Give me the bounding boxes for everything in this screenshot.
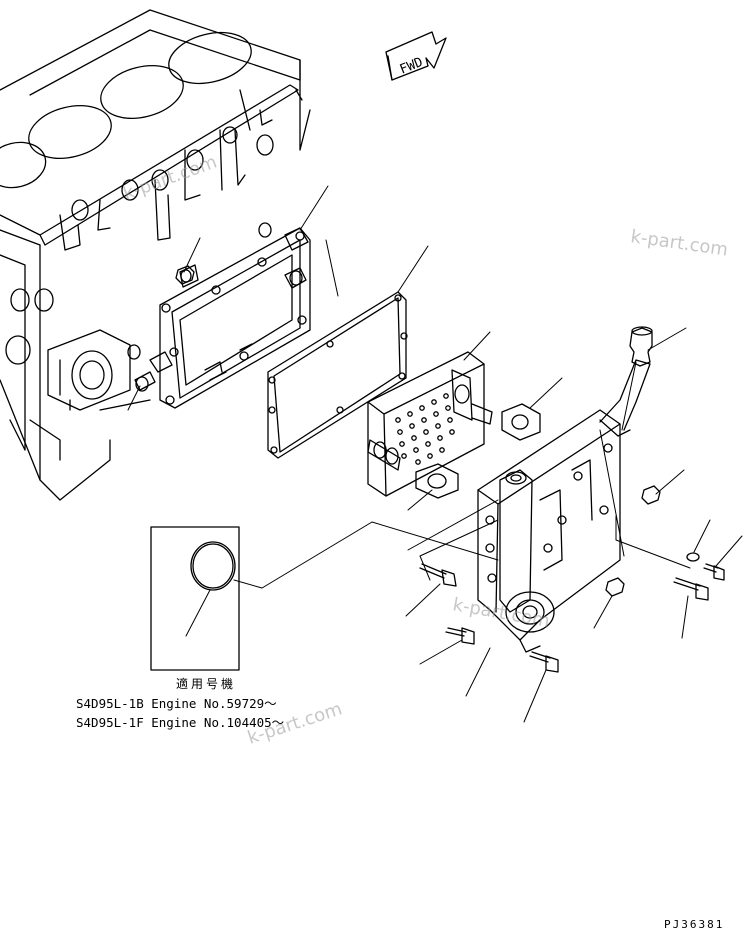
nut-block-left — [176, 266, 194, 284]
watermark: k-part.com — [451, 594, 551, 632]
figure-code: PJ36381 — [664, 918, 724, 931]
applicability-line-2: S4D95L-1F Engine No.104405～ — [76, 715, 284, 730]
engine-block — [0, 10, 310, 500]
cooler-gasket — [268, 292, 407, 458]
nut-right-upper — [642, 486, 660, 504]
port-gasket-upper — [502, 404, 540, 440]
applicability-header: 適用号機 — [176, 676, 236, 691]
rubber-plug — [630, 327, 652, 366]
inset-box — [151, 527, 239, 670]
fwd-arrow-icon — [386, 32, 446, 80]
cooler-fin-dots — [396, 394, 454, 464]
bolt-right-short — [704, 564, 724, 580]
watermark: k-part.com — [629, 226, 729, 260]
oil-cooler-cover — [478, 360, 650, 652]
oil-cooler-element — [368, 352, 492, 496]
bolt-right — [674, 578, 708, 600]
leader-lines — [128, 186, 742, 722]
bolt-left-upper — [420, 564, 456, 586]
port-gasket-lower — [416, 464, 458, 498]
bolt-left-lower — [446, 628, 474, 644]
cooler-mount-face — [135, 228, 310, 408]
fwd-label: FWD — [398, 55, 426, 78]
bolt-bottom — [530, 652, 558, 672]
applicability-line-1: S4D95L-1B Engine No.59729～ — [76, 696, 277, 711]
nut-center — [606, 578, 624, 596]
washer-right — [687, 553, 699, 561]
